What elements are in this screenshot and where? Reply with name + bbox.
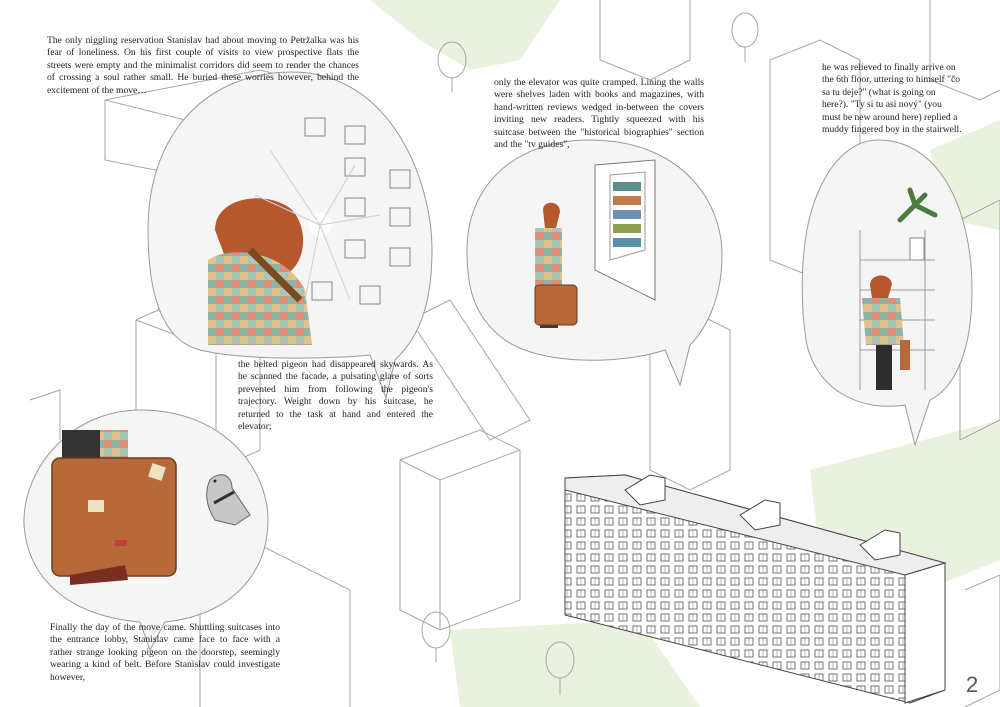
pigeon-icon xyxy=(206,474,251,526)
bookshelf xyxy=(613,182,641,247)
page-number: 2 xyxy=(966,672,979,697)
story-text-elevator: only the elevator was quite cramped. Lin… xyxy=(494,77,704,151)
story-text-move-day: Finally the day of the move came. Shuttl… xyxy=(50,622,280,683)
bubble-suitcase-pigeon xyxy=(23,409,269,652)
bubble-elevator xyxy=(466,139,723,387)
story-text-pigeon: the belted pigeon had disappeared skywar… xyxy=(238,359,433,433)
story-text-intro: The only niggling reservation Stanislav … xyxy=(47,35,359,96)
glare-burst-icon xyxy=(254,149,381,301)
panel-building xyxy=(564,474,947,704)
potted-plant-icon xyxy=(897,187,938,261)
story-text-arrival: he was relieved to finally arrive on the… xyxy=(822,62,962,136)
bubble-glare xyxy=(147,71,433,400)
bubble-stairwell xyxy=(801,139,973,447)
